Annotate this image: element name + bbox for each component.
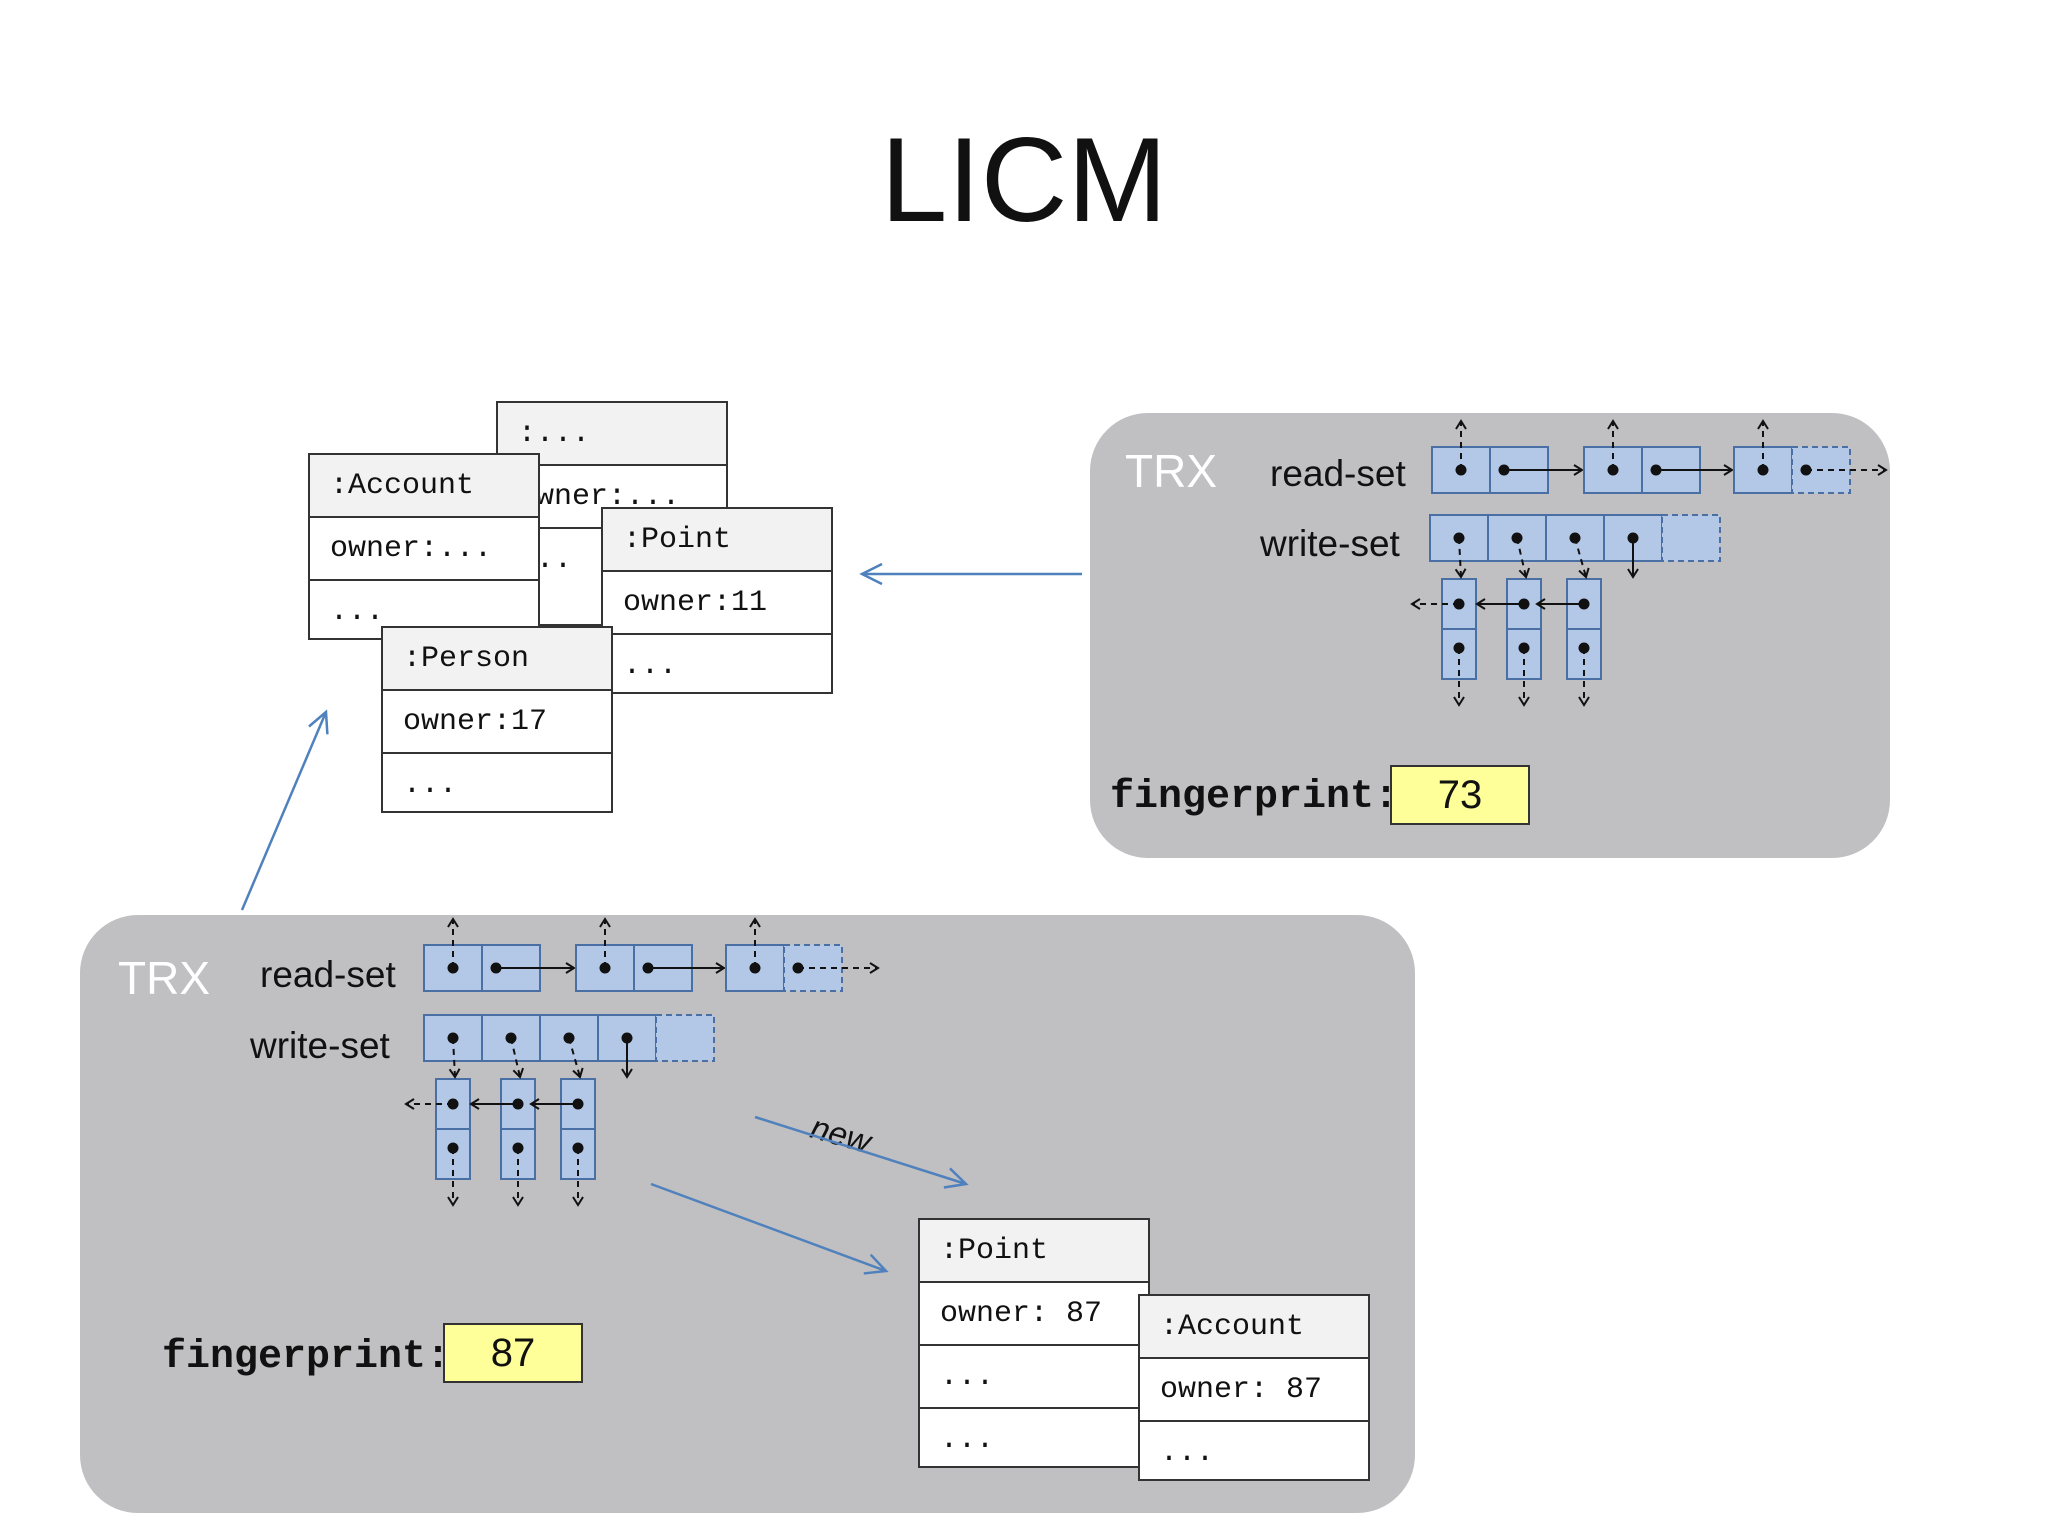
read-set-label-left: read-set [260,954,396,995]
fingerprint-label-right: fingerprint: [1110,775,1399,820]
arrow-new-account [650,1182,889,1275]
trx-label-left: TRX [118,952,210,1004]
empty-slot [1661,514,1721,562]
object-field: owner: 87 [1140,1357,1368,1420]
trx-label-right: TRX [1125,445,1217,497]
fingerprint-value-right: 73 [1390,765,1530,825]
heap-object-account: :Account owner:... ... [308,453,540,640]
object-field: ... [310,579,538,642]
arrow-new-point [754,1115,969,1189]
object-header: :Account [310,455,538,516]
object-field: owner: 87 [920,1281,1148,1344]
write-set-label-left: write-set [250,1025,390,1066]
object-field: owner:11 [603,570,831,633]
write-pointer [1574,537,1590,579]
write-pointer [568,1037,584,1079]
write-pointer [1516,537,1531,579]
object-header: :Account [1140,1296,1368,1357]
object-header: :Point [603,509,831,570]
heap-object-point: :Point owner:11 ... [601,507,833,694]
object-field: ... [920,1344,1148,1407]
object-field: owner:... [310,516,538,579]
empty-slot [655,1014,715,1062]
object-field: ... [383,752,611,815]
object-field: ... [603,633,831,696]
object-field: owner:17 [383,689,611,752]
read-set-label-right: read-set [1270,453,1406,494]
fingerprint-label-left: fingerprint: [162,1335,451,1380]
object-field: ... [1140,1420,1368,1483]
write-set-label-right: write-set [1260,523,1400,564]
slide-title: LICM [880,113,1168,247]
object-header: :Point [920,1220,1148,1281]
arrow-trx-left-to-heap [240,709,329,911]
write-pointer [510,1037,525,1079]
object-field: ... [920,1407,1148,1470]
new-object-account: :Account owner: 87 ... [1138,1294,1370,1481]
heap-object-person: :Person owner:17 ... [381,626,613,813]
fingerprint-value-left: 87 [443,1323,583,1383]
object-header: :Person [383,628,611,689]
